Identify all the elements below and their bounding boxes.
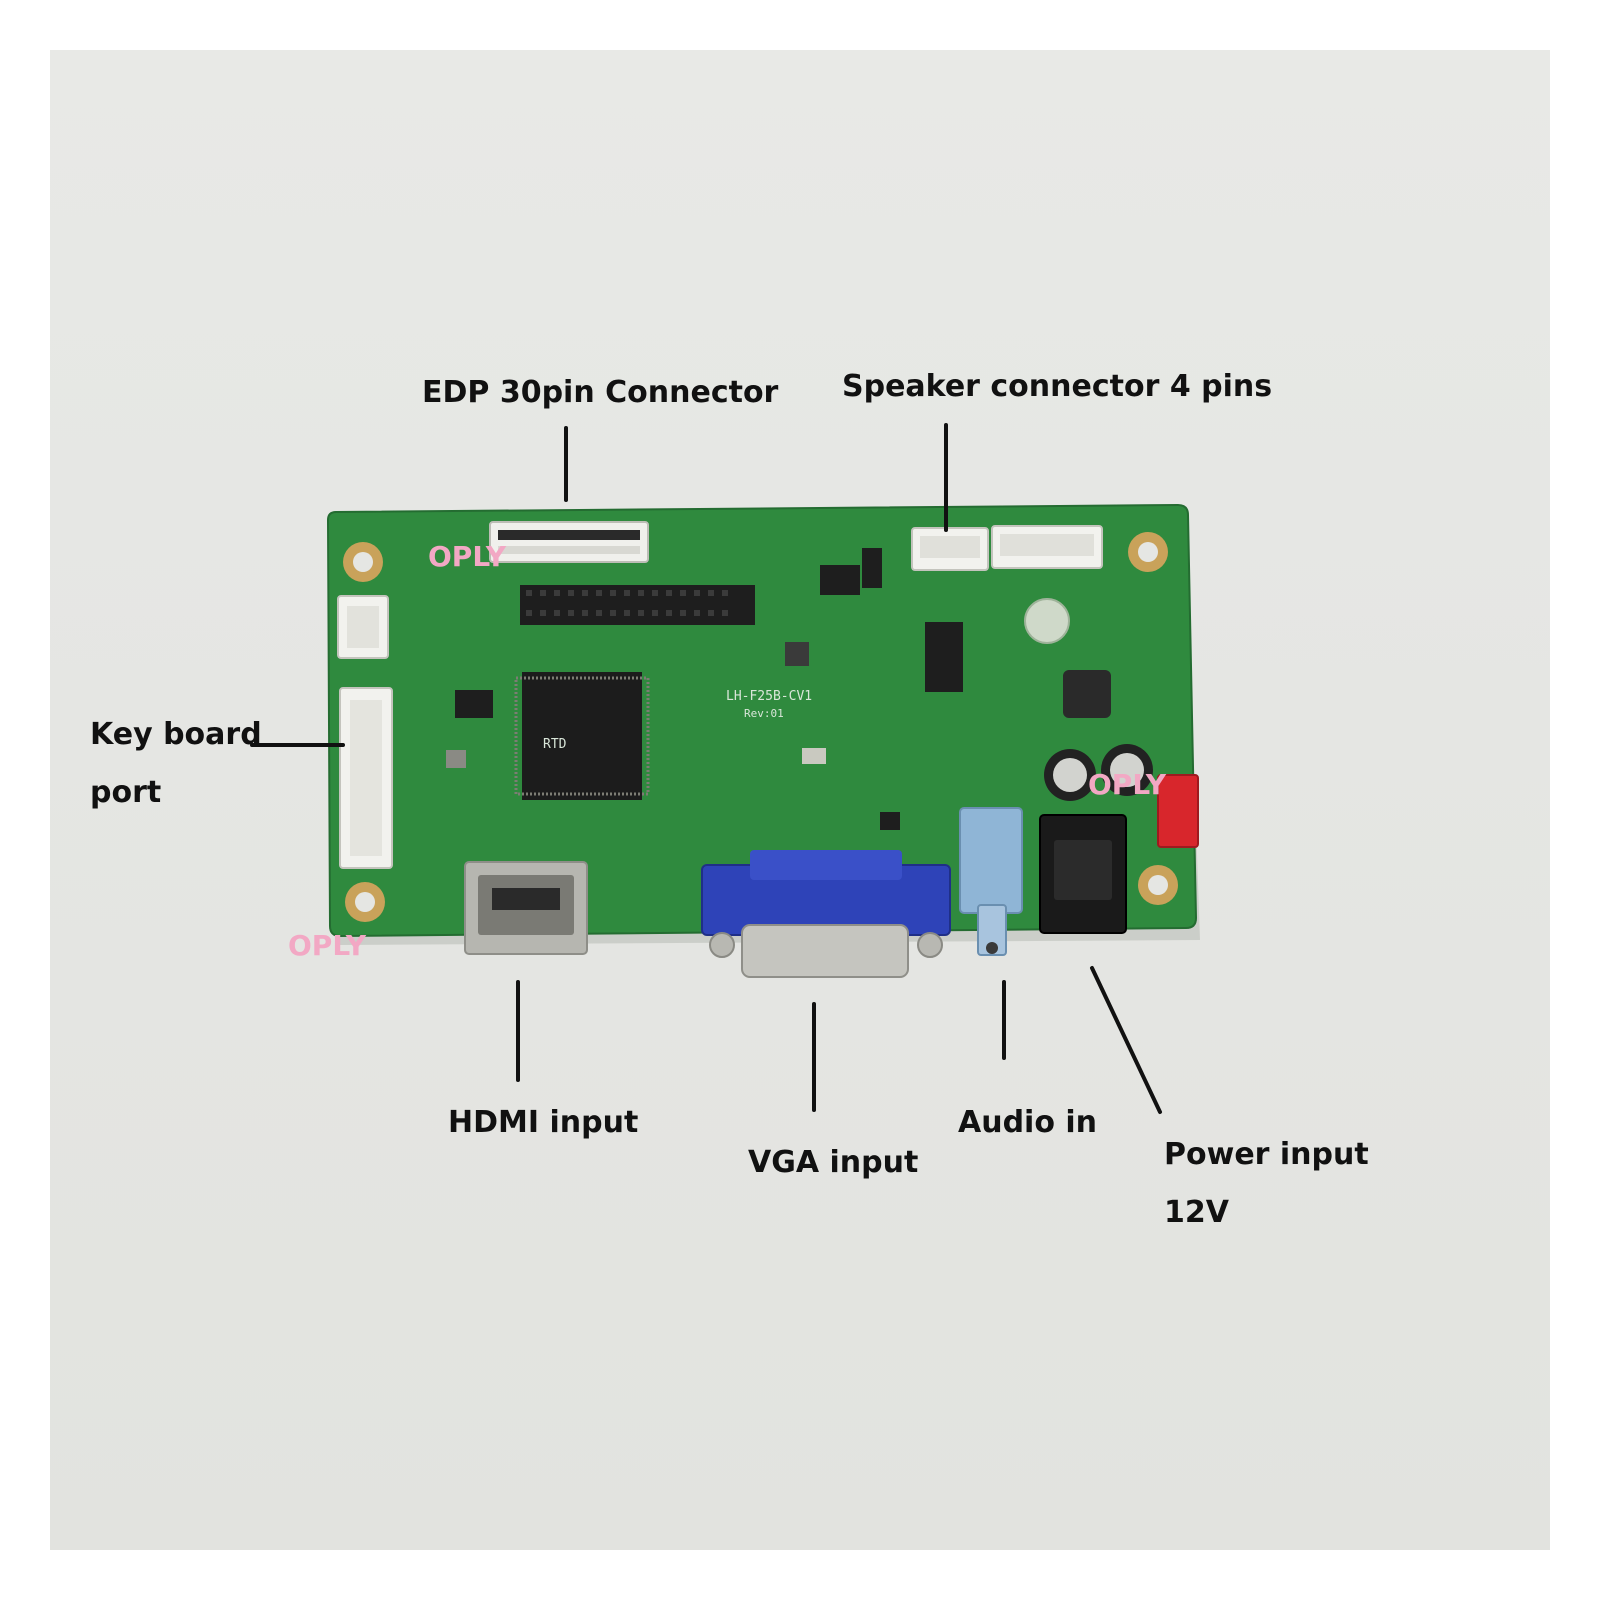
small-components [446, 548, 1111, 830]
edp-connector [489, 521, 649, 563]
vga-input-label: VGA input [748, 1145, 919, 1180]
board-model-silkscreen: LH-F25B-CV1 [726, 689, 812, 704]
power-jack [1039, 814, 1127, 934]
capacitors [1044, 744, 1153, 801]
audio-jack [959, 807, 1023, 956]
mounting-holes [343, 532, 1178, 922]
keyboard-port-label-line2: port [90, 775, 162, 810]
hdmi-port [464, 861, 588, 955]
watermark-top: OPLY [428, 540, 507, 573]
speaker-connector [911, 525, 1103, 571]
power-input-label-line2: 12V [1164, 1195, 1229, 1230]
audio-in-label: Audio in [958, 1105, 1098, 1140]
chip-label: RTD [543, 737, 567, 752]
keyboard-port-connector [339, 687, 393, 869]
edp-connector-label: EDP 30pin Connector [422, 375, 779, 410]
keyboard-port-label-line1: Key board [90, 717, 262, 752]
pin-header [520, 585, 755, 625]
white-header-top-left [337, 595, 389, 659]
hdmi-input-label: HDMI input [448, 1105, 639, 1140]
vga-port [701, 850, 951, 978]
watermark-bottom: OPLY [288, 929, 367, 962]
main-chip: RTD [514, 672, 650, 800]
board-revision-silkscreen: Rev:01 [744, 707, 784, 720]
power-leader-line [1090, 966, 1162, 1114]
red-connector [1157, 774, 1199, 848]
power-input-label-line1: Power input [1164, 1137, 1369, 1172]
watermark-right: OPLY [1088, 768, 1167, 801]
speaker-connector-label: Speaker connector 4 pins [842, 369, 1273, 404]
